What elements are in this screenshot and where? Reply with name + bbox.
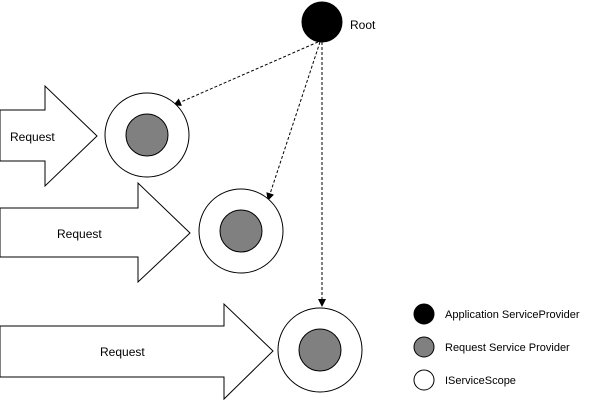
request-provider-circle-3 bbox=[298, 328, 342, 372]
request-arrow-3-label: Request bbox=[100, 345, 145, 359]
request-arrow-2: Request bbox=[0, 181, 191, 284]
legend-label-service-scope: IServiceScope bbox=[445, 375, 516, 387]
request-provider-circle-2 bbox=[219, 209, 263, 253]
root-node: Root bbox=[301, 1, 376, 43]
legend-black-circle-icon bbox=[413, 303, 435, 325]
scope-node-2 bbox=[198, 188, 284, 274]
legend-white-circle-icon bbox=[413, 369, 435, 391]
connector-to-scope-1 bbox=[173, 41, 319, 106]
root-circle bbox=[301, 1, 343, 43]
request-arrow-3: Request bbox=[0, 302, 274, 401]
root-label: Root bbox=[350, 18, 376, 32]
legend-item-service-scope: IServiceScope bbox=[413, 369, 516, 391]
legend-label-application-provider: Application ServiceProvider bbox=[445, 309, 580, 321]
scope-node-3 bbox=[277, 307, 363, 393]
request-arrow-1: Request bbox=[0, 84, 98, 188]
legend-gray-circle-icon bbox=[413, 336, 435, 358]
request-arrow-1-label: Request bbox=[10, 130, 55, 144]
connector-to-scope-2 bbox=[266, 41, 321, 201]
root-connectors bbox=[173, 41, 326, 307]
request-arrow-1-shape bbox=[0, 84, 98, 188]
request-arrow-2-shape bbox=[0, 181, 191, 284]
legend-label-request-provider: Request Service Provider bbox=[445, 342, 570, 354]
legend: Application ServiceProvider Request Serv… bbox=[413, 303, 580, 391]
legend-item-application-provider: Application ServiceProvider bbox=[413, 303, 580, 325]
request-provider-circle-1 bbox=[125, 113, 169, 157]
scope-node-1 bbox=[104, 92, 190, 178]
request-arrow-2-label: Request bbox=[57, 227, 102, 241]
legend-item-request-provider: Request Service Provider bbox=[413, 336, 570, 358]
request-arrow-3-shape bbox=[0, 302, 274, 401]
